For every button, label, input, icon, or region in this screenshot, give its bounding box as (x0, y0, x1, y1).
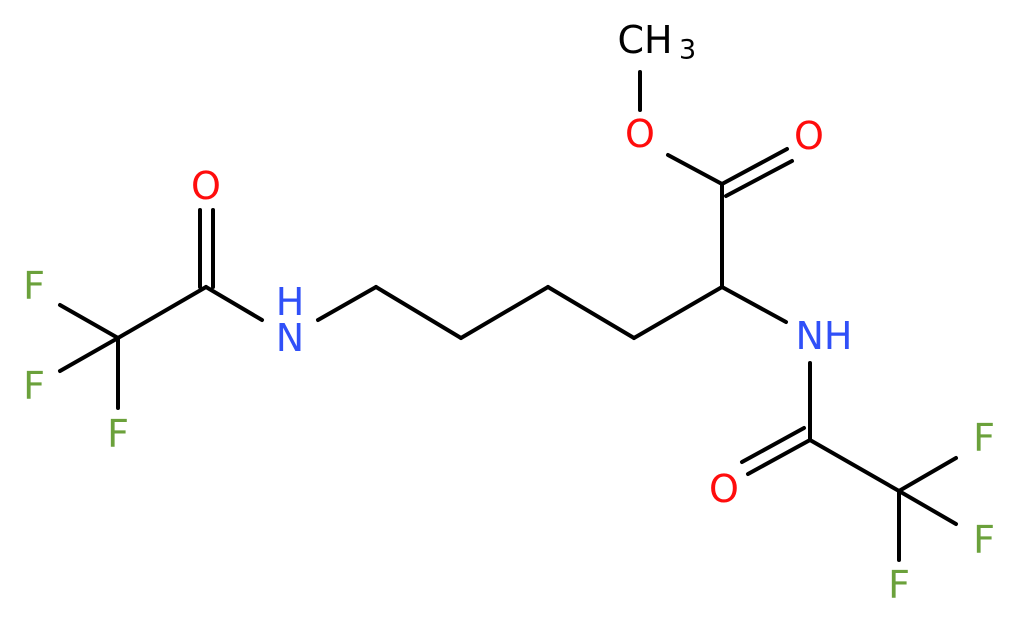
bond-chain-2 (546, 285, 636, 340)
atom-nh-alpha: NH (796, 314, 853, 358)
atom-carbonyl-o-alpha: O (709, 467, 739, 511)
atom-f-left-3: F (107, 412, 129, 456)
atom-f-right-1: F (973, 416, 995, 460)
atom-nh-epsilon-h: H (276, 280, 305, 324)
bond-left-cf3-f2 (58, 336, 120, 373)
bond-o-carbonyl (666, 153, 724, 186)
atom-f-left-1: F (23, 264, 45, 308)
atom-f-right-3: F (888, 563, 910, 607)
bond-cf3-f2 (897, 489, 958, 526)
bond-chain-1 (632, 285, 724, 340)
bond-cf3-f1 (897, 456, 958, 493)
atom-labels: CH 3 O O NH O F F F H N O F F F (23, 18, 995, 607)
atom-carbonyl-o-ester: O (794, 114, 824, 158)
atom-f-right-2: F (973, 518, 995, 562)
atom-methyl-sub: 3 (679, 35, 696, 66)
atom-f-left-2: F (23, 364, 45, 408)
atom-ester-o: O (625, 112, 655, 156)
bond-nh-left-amide (204, 285, 264, 322)
bonds (58, 70, 958, 562)
bond-carbonyl-double-2 (724, 159, 794, 198)
atom-carbonyl-o-epsilon: O (191, 164, 221, 208)
bond-carbonyl-double-1 (720, 147, 789, 186)
atom-methyl-c: CH (617, 18, 672, 62)
bond-amide-double-2 (740, 426, 806, 464)
bond-amide-double-1 (746, 438, 812, 476)
bond-left-amide-cf3 (116, 285, 208, 340)
bond-left-cf3-f1 (58, 303, 120, 340)
bond-alpha-nh (720, 285, 788, 324)
atom-nh-epsilon-n: N (276, 316, 304, 360)
bond-amide-cf3 (808, 438, 901, 493)
bond-chain-3 (459, 285, 550, 340)
bond-chain-nh (316, 285, 378, 322)
bond-chain-4 (374, 285, 463, 340)
